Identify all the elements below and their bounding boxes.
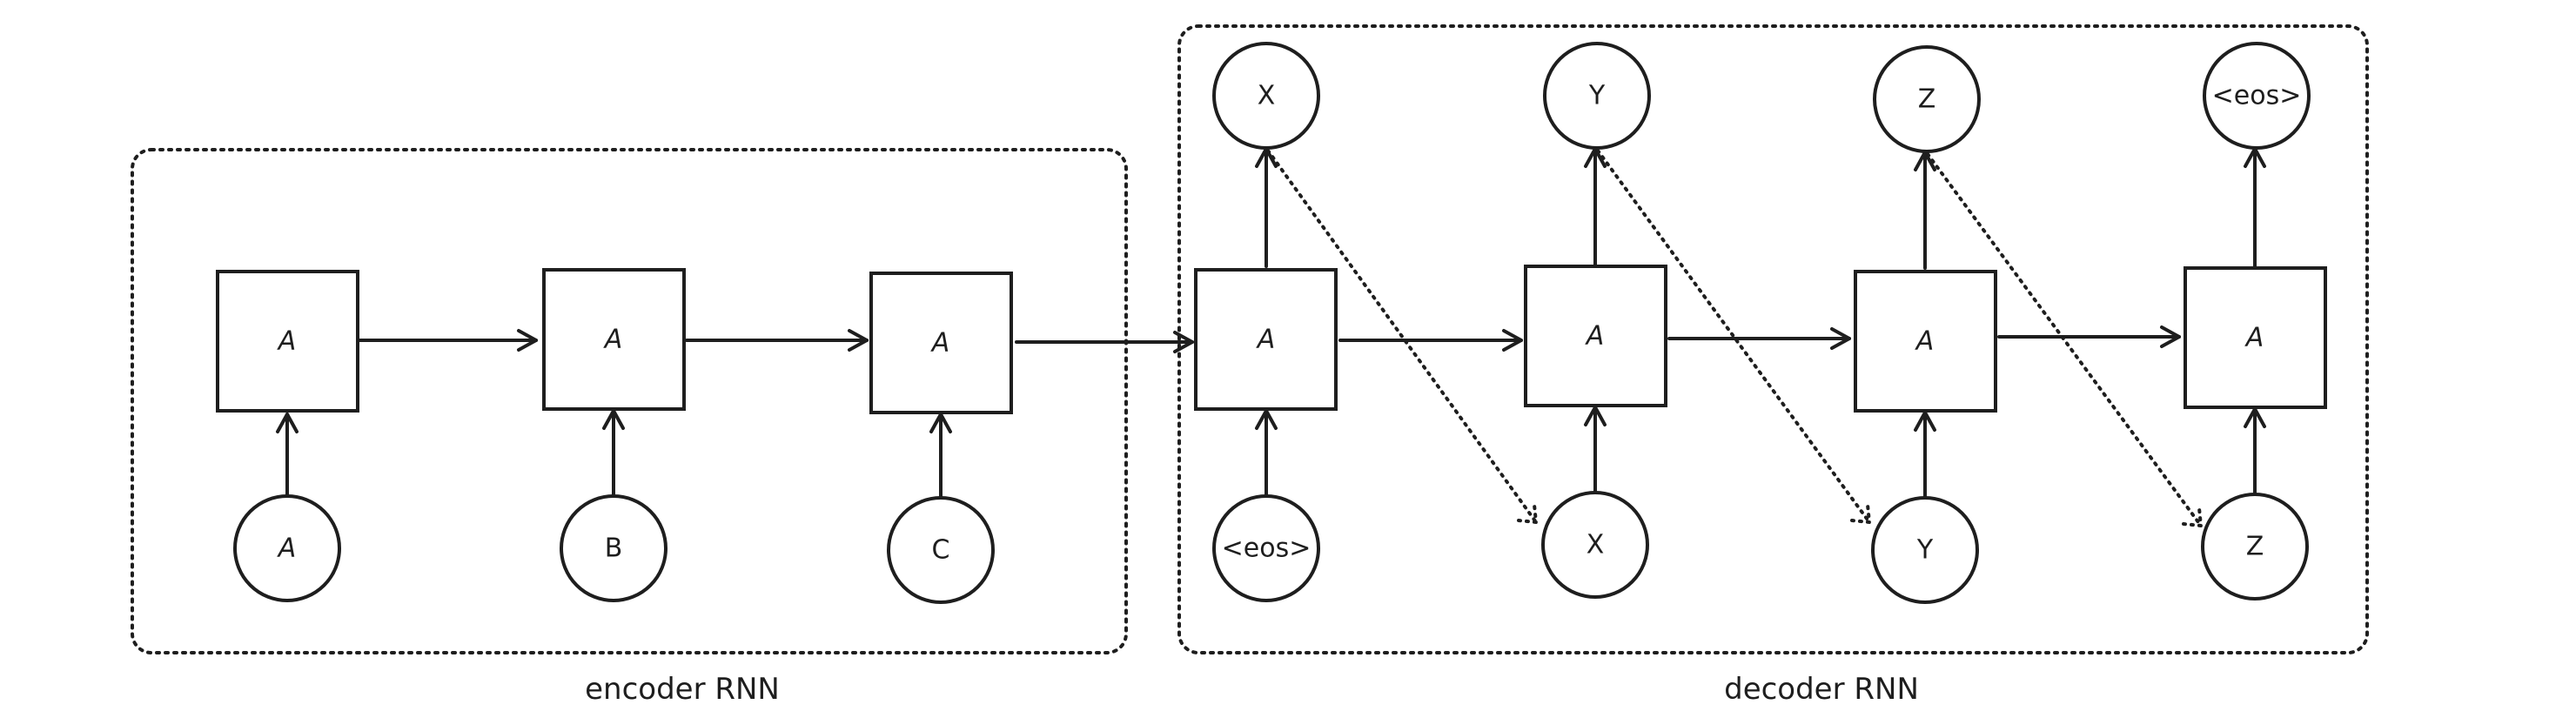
arrowhead — [1830, 327, 1851, 350]
decoder-output-1-circle — [1212, 42, 1320, 150]
arrowhead — [1173, 331, 1194, 353]
decoder-cell-3-label: A — [1915, 326, 1935, 357]
edge-feedback-1 — [1266, 149, 1538, 524]
decoder-cell-2: A — [1524, 265, 1667, 407]
encoder-cell-3: A — [869, 272, 1013, 414]
decoder-cell-1-label: A — [1256, 325, 1276, 355]
encoder-cell-2-box — [542, 268, 686, 411]
arrowhead — [1502, 329, 1523, 352]
edges — [276, 147, 2266, 528]
decoder-output-3-label: Z — [1918, 84, 1936, 115]
decoder-input-2: X — [1541, 491, 1649, 599]
decoder-input-1-circle — [1212, 494, 1320, 602]
decoder-input-2-label: X — [1587, 530, 1605, 560]
encoder-cell-1-box — [216, 270, 359, 413]
decoder-output-3: Z — [1873, 45, 1981, 153]
decoder-output-4: <eos> — [2203, 42, 2311, 150]
decoder-input-3-circle — [1871, 496, 1979, 604]
decoder-output-3-circle — [1873, 45, 1981, 153]
decoder-cell-4-box — [2184, 266, 2327, 409]
encoder-input-2-label: B — [605, 533, 623, 564]
decoder-cell-1: A — [1194, 268, 1338, 411]
encoder-label: encoder RNN — [585, 672, 780, 707]
encoder-cell-3-label: A — [930, 328, 950, 359]
decoder-group-box — [1177, 24, 2369, 654]
arrowhead — [1517, 503, 1539, 525]
arrowhead — [276, 413, 299, 433]
encoder-cell-1-label: A — [277, 326, 297, 357]
decoder-input-1-label: <eos> — [1222, 533, 1311, 564]
encoder-cell-1: A — [216, 270, 359, 413]
encoder-group-box — [131, 148, 1128, 654]
encoder-input-1-label: A — [277, 533, 297, 564]
encoder-input-3: C — [887, 496, 995, 604]
decoder-cell-3-box — [1854, 270, 1997, 413]
arrowhead — [2160, 325, 2181, 348]
decoder-cell-1-box — [1194, 268, 1338, 411]
decoder-input-4: Z — [2201, 493, 2309, 601]
encoder-input-2: B — [560, 494, 667, 602]
decoder-cell-3: A — [1854, 270, 1997, 413]
decoder-cell-2-label: A — [1585, 321, 1605, 352]
decoder-input-4-circle — [2201, 493, 2309, 601]
decoder-input-3: Y — [1871, 496, 1979, 604]
decoder-output-2-circle — [1543, 42, 1651, 150]
decoder-input-3-label: Y — [1916, 535, 1934, 566]
decoder-output-2: Y — [1543, 42, 1651, 150]
edge-feedback-2 — [1596, 149, 1871, 524]
decoder-output-2-label: Y — [1588, 81, 1606, 111]
encoder-input-3-circle — [887, 496, 995, 604]
arrowhead — [2182, 507, 2204, 528]
encoder-cell-2-label: A — [603, 325, 623, 355]
encoder-cell-3-box — [869, 272, 1013, 414]
decoder-input-4-label: Z — [2246, 532, 2264, 562]
decoder-cell-4-label: A — [2244, 323, 2264, 353]
arrowhead — [517, 329, 538, 352]
encoder-input-1: A — [233, 494, 341, 602]
decoder-cell-2-box — [1524, 265, 1667, 407]
encoder-cell-2: A — [542, 268, 686, 411]
decoder-input-1: <eos> — [1212, 494, 1320, 602]
decoder-output-4-label: <eos> — [2212, 81, 2302, 111]
encoder-input-1-circle — [233, 494, 341, 602]
encoder-input-2-circle — [560, 494, 667, 602]
arrowhead — [1850, 503, 1872, 525]
decoder-output-1-label: X — [1258, 81, 1276, 111]
encoder-input-3-label: C — [932, 535, 950, 566]
decoder-label: decoder RNN — [1724, 672, 1919, 707]
arrowhead — [848, 329, 869, 352]
decoder-cell-4: A — [2184, 266, 2327, 409]
edge-feedback-3 — [1926, 152, 2203, 527]
decoder-output-1: X — [1212, 42, 1320, 150]
decoder-input-2-circle — [1541, 491, 1649, 599]
decoder-output-4-circle — [2203, 42, 2311, 150]
